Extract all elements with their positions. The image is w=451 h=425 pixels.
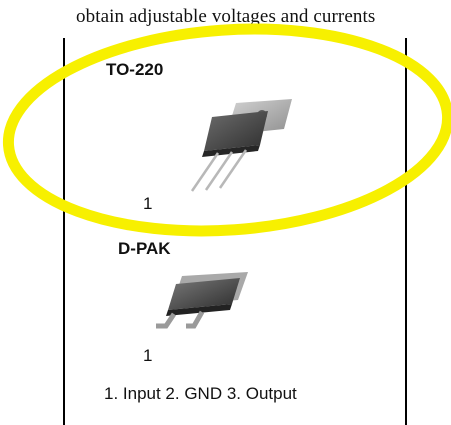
pinout-caption: 1. Input 2. GND 3. Output <box>104 384 297 403</box>
table-right-border <box>405 38 407 425</box>
pin-1-label-dpak: 1 <box>143 346 153 365</box>
package-title-to220: TO-220 <box>106 60 164 79</box>
table-left-border <box>63 38 65 425</box>
package-title-dpak: D-PAK <box>118 239 171 258</box>
to220-package-image <box>190 99 292 192</box>
dpak-package-image <box>156 272 248 329</box>
body-text-line: obtain adjustable voltages and currents <box>76 6 376 27</box>
pin-1-label-to220: 1 <box>143 194 153 213</box>
